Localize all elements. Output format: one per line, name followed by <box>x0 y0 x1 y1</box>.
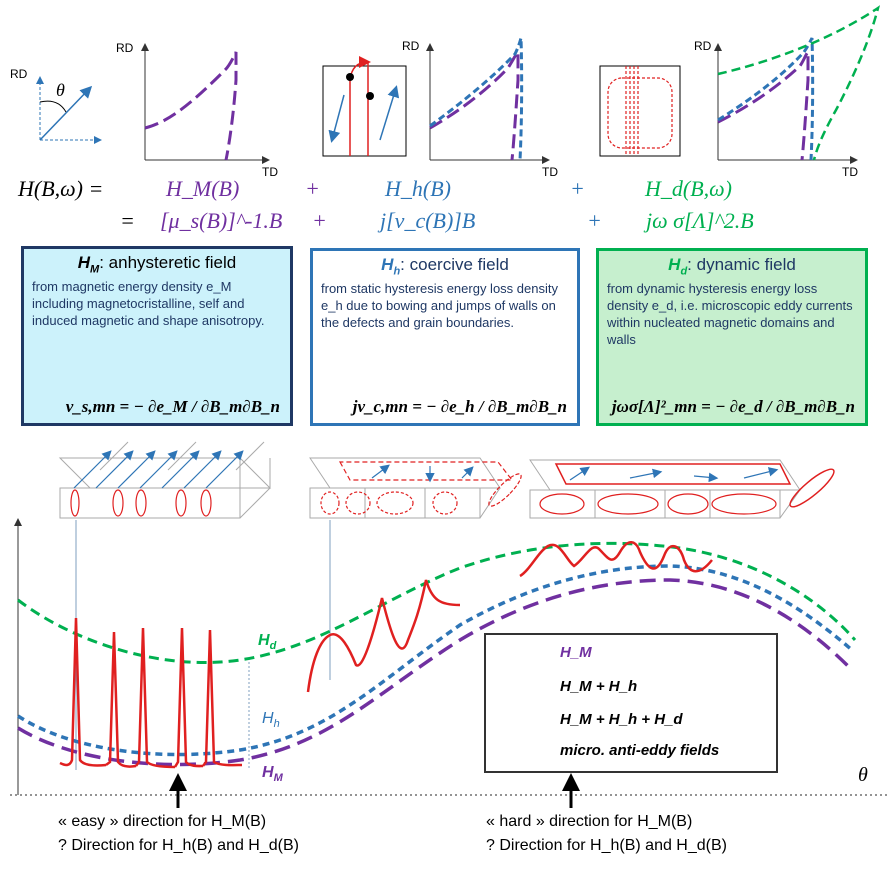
eq-plus-1: + <box>305 176 320 201</box>
box-anhysteretic-title: HM: anhysteretic field <box>77 253 237 276</box>
plot-anhysteretic <box>141 43 270 164</box>
curve-hm-hh <box>17 564 854 757</box>
td-label-3: TD <box>842 165 858 179</box>
strip-1-arrows <box>73 450 244 489</box>
eq-lhs: H(B,ω) = <box>18 176 104 201</box>
curve-hm <box>17 578 852 767</box>
strip-1-domains <box>70 489 212 517</box>
easy-line-2: ? Direction for H_h(B) and H_d(B) <box>58 837 299 854</box>
box-anhysteretic-text: from magnetic energy density e_M includi… <box>32 279 265 329</box>
plot-coercive <box>426 37 550 164</box>
strip-2-details <box>320 461 522 515</box>
box-dynamic: Hd: dynamic field from dynamic hysteresi… <box>596 248 868 426</box>
eq-hd-expr: jω σ[Λ]^2.B <box>646 208 754 233</box>
eq-hd: H_d(B,ω) <box>645 176 733 201</box>
rd-label-1: RD <box>116 41 134 55</box>
eq-hh: H_h(B) <box>385 176 451 201</box>
legend-hm-hh-hd: H_M + H_h + H_d <box>560 711 683 728</box>
hard-line-2: ? Direction for H_h(B) and H_d(B) <box>486 837 727 854</box>
eq-plus-4: + <box>587 208 602 233</box>
td-label-1: TD <box>262 165 278 179</box>
box-coercive-text: from static hysteresis energy loss densi… <box>321 281 558 331</box>
label-hd: Hd <box>258 632 277 653</box>
hard-line-1: « hard » direction for H_M(B) <box>486 813 693 830</box>
td-label-2: TD <box>542 165 558 179</box>
easy-line-1: « easy » direction for H_M(B) <box>58 813 267 830</box>
eq-hm-expr: [μ_s(B)]^-1.B <box>160 208 283 233</box>
micro-eddy-bumps-mid <box>306 579 461 693</box>
box-coercive-title: Hh: coercive field <box>381 255 509 278</box>
box-anhysteretic-formula: ν_s,mn = − ∂e_M / ∂B_m∂B_n <box>65 397 280 416</box>
strip-1-rays <box>99 441 265 471</box>
label-hh: Hh <box>262 710 280 731</box>
strip-coercive <box>309 457 501 519</box>
micro-eddy-bumps-top <box>519 541 713 578</box>
eq-plus-3: + <box>312 208 327 233</box>
legend-hm: H_M <box>560 644 592 661</box>
theta-axis-label: θ <box>858 764 868 786</box>
strip-dynamic <box>529 459 801 519</box>
eq-hm: H_M(B) <box>166 176 240 201</box>
domain-sketch-2 <box>599 65 681 157</box>
rd-label-2: RD <box>402 39 420 53</box>
curve-hm-hh-hd <box>17 541 857 665</box>
hard-direction-text: « hard » direction for H_M(B) ? Directio… <box>486 810 727 858</box>
box-dynamic-title: Hd: dynamic field <box>668 255 796 278</box>
box-coercive: Hh: coercive field from static hysteresi… <box>310 248 580 426</box>
angle-sketch <box>36 76 102 144</box>
legend: H_M H_M + H_h H_M + H_h + H_d micro. ant… <box>484 633 778 773</box>
box-coercive-formula: jν_c,mn = − ∂e_h / ∂B_m∂B_n <box>352 397 567 416</box>
box-dynamic-formula: jωσ[Λ]²_mn = − ∂e_d / ∂B_m∂B_n <box>611 397 855 416</box>
strip-3-details <box>539 463 835 515</box>
theta-label-sketch: θ <box>56 80 65 100</box>
main-axes <box>10 518 890 796</box>
micro-eddy-spikes <box>59 617 243 769</box>
rd-label-3: RD <box>694 39 712 53</box>
eq-second-equals: = <box>120 208 135 233</box>
box-dynamic-text: from dynamic hysteresis energy loss dens… <box>607 281 853 348</box>
rd-label-sketch: RD <box>10 67 28 81</box>
legend-hm-hh: H_M + H_h <box>560 678 638 695</box>
plot-dynamic <box>714 5 880 164</box>
label-hm: HM <box>262 764 283 785</box>
legend-micro: micro. anti-eddy fields <box>560 742 720 759</box>
eq-plus-2: + <box>570 176 585 201</box>
box-anhysteretic: HM: anhysteretic field from magnetic ene… <box>21 246 293 426</box>
domain-sketch-1 <box>322 56 407 157</box>
eq-hh-expr: j[ν_c(B)]B <box>380 208 476 233</box>
easy-direction-text: « easy » direction for H_M(B) ? Directio… <box>58 810 299 858</box>
